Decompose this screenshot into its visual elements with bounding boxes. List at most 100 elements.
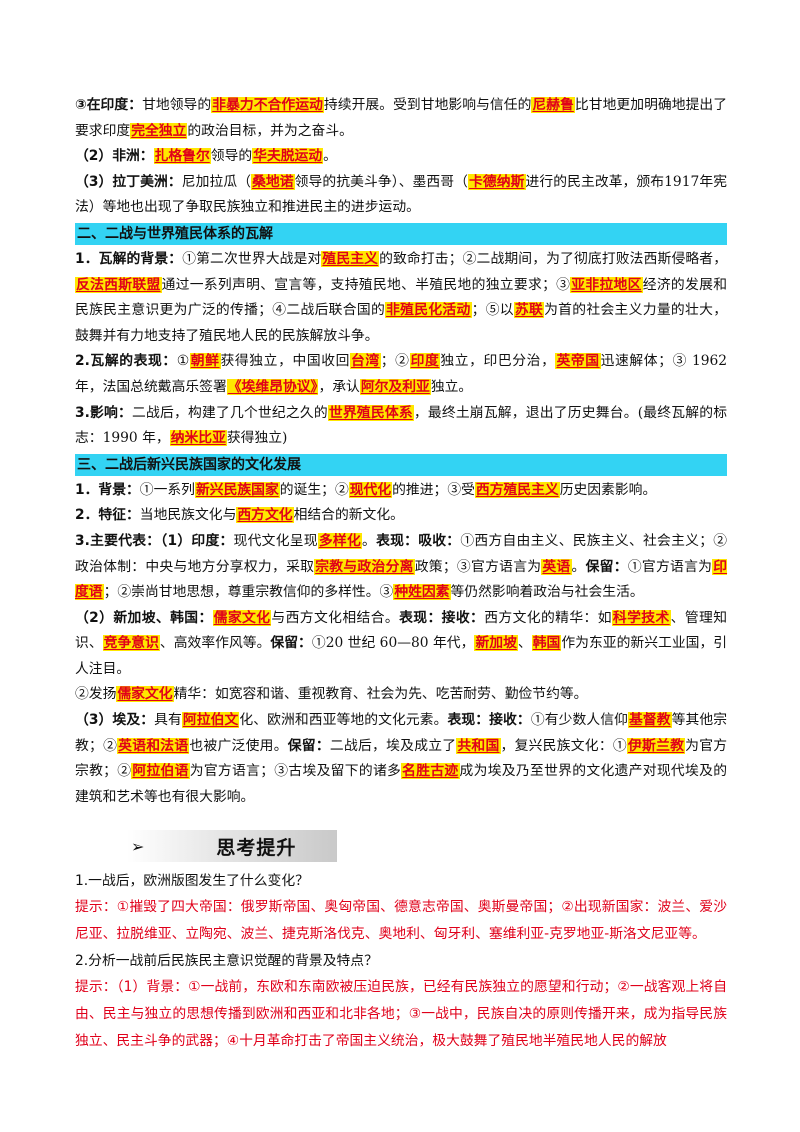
text: ①有少数人信仰 bbox=[530, 712, 628, 729]
keyword: 殖民主义 bbox=[321, 250, 380, 267]
africa-paragraph: （2）非洲：扎格鲁尔领导的华夫脱运动。 bbox=[75, 144, 727, 170]
text: ；②崇尚甘地思想，尊重宗教信仰的多样性。③ bbox=[103, 584, 394, 601]
text: 独立。 bbox=[430, 378, 473, 395]
egypt-lead: （3）埃及： bbox=[75, 712, 155, 729]
text: 甘地领导的 bbox=[142, 97, 212, 113]
text: ①一系列 bbox=[139, 481, 195, 498]
keyword: 名胜古迹 bbox=[401, 763, 460, 780]
text: 持续开展。受到甘地影响与信任的 bbox=[323, 97, 532, 113]
keyword: 华夫脱运动 bbox=[252, 148, 324, 165]
text: 为官方宗教；② bbox=[75, 737, 728, 780]
keyword: 亚非拉地区 bbox=[570, 276, 643, 293]
text: ②发扬 bbox=[75, 686, 117, 703]
text: 二战后，埃及成立了 bbox=[329, 737, 457, 754]
keyword: 新兴民族国家 bbox=[194, 481, 280, 498]
text: 二战后，构建了几个世纪之久的 bbox=[132, 404, 328, 421]
text: 现代文化呈现 bbox=[233, 532, 318, 549]
text: 为官方语言；③古埃及留下的诸多 bbox=[189, 763, 402, 780]
text: 领导的抗美斗争）、墨西哥（ bbox=[294, 173, 469, 190]
keyword: 纳米比亚 bbox=[169, 430, 227, 447]
text: ①第二次世界大战是对 bbox=[182, 250, 322, 267]
think-title: 思考提升 bbox=[216, 836, 297, 859]
culture-background-paragraph: 1．背景：①一系列新兴民族国家的诞生；②现代化的推进；③受西方殖民主义历史因素影… bbox=[75, 478, 727, 504]
africa-lead: （2）非洲： bbox=[75, 148, 154, 165]
keyword: 儒家文化 bbox=[212, 609, 272, 626]
text: ；② bbox=[380, 353, 410, 370]
bg-lead: 1．瓦解的背景： bbox=[75, 250, 183, 267]
effect-lead: 3.影响： bbox=[75, 404, 133, 421]
text: 的致命打击；②二战期间，为了彻底打败法西斯侵略者， bbox=[379, 250, 728, 267]
text: 也被广泛使用。 bbox=[189, 737, 288, 754]
keyword: 儒家文化 bbox=[116, 686, 174, 703]
label: 表现：接收： bbox=[447, 712, 531, 729]
keyword: 阿尔及利亚 bbox=[359, 378, 431, 395]
answer-1: 提示：①摧毁了四大帝国：俄罗斯帝国、奥匈帝国、德意志帝国、奥斯曼帝国；②出现新国… bbox=[75, 899, 727, 943]
text: 为首的社会主义力量的壮大，鼓舞并有力地支持了殖民地人民的民族解放斗争。 bbox=[75, 302, 728, 344]
keyword: 新加坡 bbox=[474, 635, 518, 652]
keyword: 种姓因素 bbox=[393, 584, 451, 601]
text: ①西方自由主义、民族主义、社会主义；②政治体制：中央与地方分享权力，采取 bbox=[75, 532, 728, 575]
text: 。 bbox=[362, 532, 377, 549]
text: ①官方语言为 bbox=[627, 558, 713, 575]
text: 当地民族文化与 bbox=[139, 507, 237, 524]
keyword: 阿拉伯语 bbox=[131, 763, 190, 780]
text: 作为东亚的新兴工业国，引人注目。 bbox=[75, 635, 728, 677]
singapore-korea-paragraph: （2）新加坡、韩国：儒家文化与西方文化相结合。表现：接收：西方文化的精华：如科学… bbox=[75, 606, 727, 683]
text: ，最终土崩瓦解，退出了历史舞台。(最终瓦解的标志：1990 年， bbox=[75, 404, 728, 447]
text: 。 bbox=[323, 148, 337, 165]
text: 通过一系列声明、宣言等，支持殖民地、半殖民地的独立要求；③ bbox=[161, 276, 571, 293]
rep-sub: （1）印度： bbox=[160, 532, 234, 549]
question-2: 2.分析一战前后民族民主意识觉醒的背景及特点？ bbox=[75, 953, 378, 970]
keyword: 卡德纳斯 bbox=[468, 173, 526, 190]
text: 历史因素影响。 bbox=[559, 481, 657, 498]
section-heading-2: 二、二战与世界殖民体系的瓦解 bbox=[75, 222, 727, 245]
text: 获得独立) bbox=[226, 430, 288, 447]
keyword: 台湾 bbox=[350, 353, 381, 370]
text: ① bbox=[176, 353, 190, 370]
keyword: 基督教 bbox=[627, 712, 672, 729]
text: 精华：如宽容和谐、重视教育、社会为先、吃苦耐劳、勤俭节约等。 bbox=[173, 686, 588, 703]
text: 政策；③官方语言为 bbox=[414, 558, 542, 575]
text: 的推进；③受 bbox=[392, 481, 475, 498]
text: 独立，印巴分治， bbox=[440, 353, 556, 370]
keyword: 英语和法语 bbox=[117, 737, 190, 754]
feature-paragraph: 2．特征：当地民族文化与西方文化相结合的新文化。 bbox=[75, 503, 727, 529]
keyword: 《埃维昂协议》 bbox=[226, 378, 319, 395]
india-paragraph: ③在印度：甘地领导的非暴力不合作运动持续开展。受到甘地影响与信任的尼赫鲁比甘地更… bbox=[75, 93, 727, 144]
keyword: 反法西斯联盟 bbox=[75, 276, 162, 293]
background-paragraph: 1．瓦解的背景：①第二次世界大战是对殖民主义的致命打击；②二战期间，为了彻底打败… bbox=[75, 247, 727, 349]
latam-lead: （3）拉丁美洲： bbox=[75, 173, 182, 190]
keyword: 科学技术 bbox=[611, 609, 671, 626]
text: 的政治目标，并为之奋斗。 bbox=[187, 122, 353, 139]
text: 、 bbox=[517, 635, 532, 652]
arrow-bullet-icon: ➢ bbox=[131, 836, 145, 856]
effect-paragraph: 3.影响：二战后，构建了几个世纪之久的世界殖民体系，最终土崩瓦解，退出了历史舞台… bbox=[75, 401, 727, 452]
text: ，复兴民族文化：① bbox=[500, 737, 627, 754]
confucian-paragraph: ②发扬儒家文化精华：如宽容和谐、重视教育、社会为先、吃苦耐劳、勤俭节约等。 bbox=[75, 682, 727, 708]
text: 的诞生；② bbox=[279, 481, 349, 498]
text: 经济的发展和民族民主意识更为广泛的传播；④二战后联合国的 bbox=[75, 276, 728, 319]
text: ①20 世纪 60—80 年代， bbox=[311, 635, 475, 652]
india-culture-paragraph: 3.主要代表：（1）印度：现代文化呈现多样化。表现：吸收：①西方自由主义、民族主… bbox=[75, 529, 728, 606]
latam-paragraph: （3）拉丁美洲：尼加拉瓜（桑地诺领导的抗美斗争）、墨西哥（卡德纳斯进行的民主改革… bbox=[75, 170, 727, 221]
keyword: 完全独立 bbox=[130, 122, 188, 139]
show-lead: 2.瓦解的表现： bbox=[75, 353, 177, 370]
text: 比甘地更加明确地提出了要求印度 bbox=[75, 97, 728, 139]
keyword: 英帝国 bbox=[555, 353, 601, 370]
keyword: 共和国 bbox=[456, 737, 501, 754]
text: 成为埃及乃至世界的文化遗产对现代埃及的建筑和艺术等也有很大影响。 bbox=[75, 763, 728, 805]
label: 表现：吸收： bbox=[376, 532, 461, 549]
keyword: 竞争意识 bbox=[102, 635, 160, 652]
answer-2: 提示：（1）背景：①一战前，东欧和东南欧被压迫民族，已经有民族独立的愿望和行动；… bbox=[75, 979, 727, 1050]
keyword: 印度 bbox=[409, 353, 441, 370]
bg3-lead: 1．背景： bbox=[75, 481, 140, 498]
keyword: 非暴力不合作运动 bbox=[211, 97, 324, 113]
keyword: 西方殖民主义 bbox=[474, 481, 560, 498]
keyword: 宗教与政治分离 bbox=[314, 558, 415, 575]
sk-lead: （2）新加坡、韩国： bbox=[75, 609, 213, 626]
text: 等仍然影响着政治与社会生活。 bbox=[450, 584, 644, 601]
question-1: 1.一战后，欧洲版图发生了什么变化？ bbox=[75, 873, 309, 890]
text: 领导的 bbox=[210, 148, 253, 165]
text: 具有 bbox=[154, 712, 182, 729]
text: 获得独立，中国收回 bbox=[220, 353, 351, 370]
